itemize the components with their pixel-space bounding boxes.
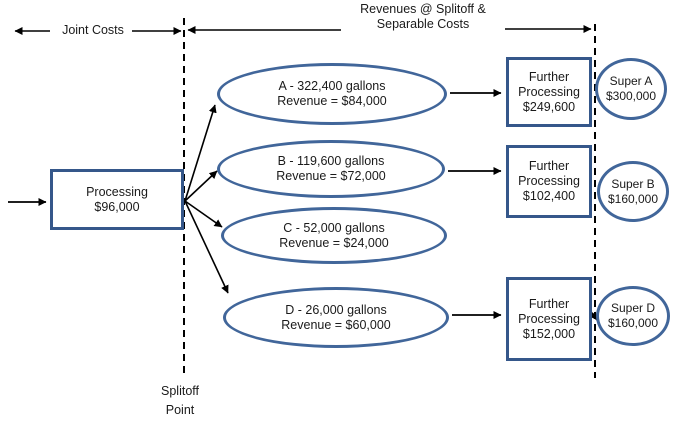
- product-b-revenue: Revenue = $72,000: [276, 169, 386, 183]
- further-b-cost: $102,400: [522, 189, 576, 203]
- joint-processing-box: Processing $96,000: [50, 169, 184, 230]
- super-d-ellipse: Super D $160,000: [596, 286, 670, 346]
- product-d-ellipse: D - 26,000 gallons Revenue = $60,000: [223, 287, 449, 348]
- further-processing-d-box: Further Processing $152,000: [506, 277, 592, 361]
- super-b-ellipse: Super B $160,000: [597, 161, 669, 222]
- splitoff-arrow-product-c: [184, 200, 223, 228]
- further-processing-a-box: Further Processing $249,600: [506, 57, 592, 127]
- splitoff-arrow-product-a: [184, 104, 217, 202]
- super-a-value: $300,000: [605, 89, 657, 103]
- super-b-value: $160,000: [607, 191, 659, 206]
- further-b-line2: Processing: [518, 174, 580, 188]
- further-processing-b-box: Further Processing $102,400: [506, 145, 592, 218]
- product-b-quantity: B - 119,600 gallons: [277, 154, 385, 168]
- product-d-quantity: D - 26,000 gallons: [285, 302, 387, 317]
- product-a-revenue: Revenue = $84,000: [277, 94, 387, 108]
- joint-costs-label: Joint Costs: [62, 23, 124, 37]
- splitoff-point-line1: Splitoff: [161, 384, 199, 398]
- super-d-value: $160,000: [607, 316, 659, 330]
- product-c-quantity: C - 52,000 gallons: [283, 220, 385, 235]
- product-c-revenue: Revenue = $24,000: [279, 235, 389, 250]
- further-d-cost: $152,000: [522, 326, 576, 341]
- splitoff-arrow-product-d: [184, 200, 229, 294]
- splitoff-point-line2: Point: [165, 403, 195, 417]
- revenues-label: Revenues @ Splitoff & Separable Costs: [343, 2, 503, 32]
- joint-processing-name: Processing: [86, 184, 148, 199]
- product-b-ellipse: B - 119,600 gallons Revenue = $72,000: [217, 140, 445, 198]
- further-a-line1: Further: [528, 69, 570, 84]
- further-d-line1: Further: [528, 296, 570, 311]
- product-c-ellipse: C - 52,000 gallons Revenue = $24,000: [221, 207, 447, 264]
- revenues-label-line1: Revenues @ Splitoff &: [360, 2, 486, 16]
- super-a-ellipse: Super A $300,000: [595, 58, 667, 120]
- product-a-quantity: A - 322,400 gallons: [278, 79, 386, 93]
- product-a-ellipse: A - 322,400 gallons Revenue = $84,000: [217, 63, 447, 125]
- super-b-name: Super B: [611, 176, 655, 191]
- further-b-line1: Further: [528, 159, 570, 173]
- super-a-name: Super A: [609, 74, 653, 88]
- super-d-name: Super D: [610, 301, 656, 315]
- joint-processing-cost: $96,000: [94, 199, 140, 214]
- product-d-revenue: Revenue = $60,000: [281, 317, 391, 332]
- splitoff-point-label: Splitoff Point: [139, 382, 221, 420]
- further-d-line2: Processing: [518, 311, 580, 326]
- revenues-label-line2: Separable Costs: [376, 17, 470, 31]
- splitoff-arrow-product-b: [184, 170, 218, 202]
- further-a-line2: Processing: [518, 84, 580, 99]
- further-a-cost: $249,600: [522, 99, 576, 114]
